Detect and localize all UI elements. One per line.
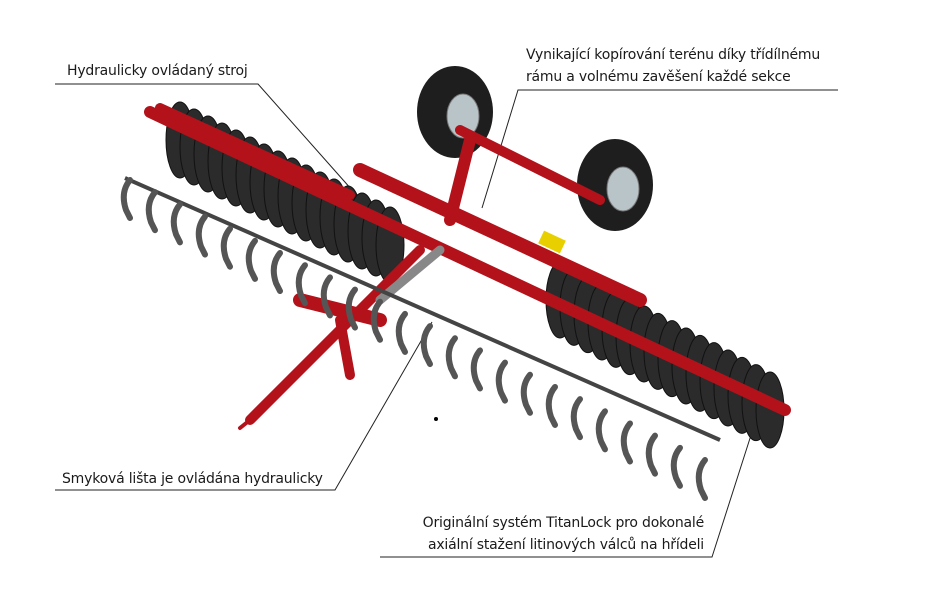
leader-terrain xyxy=(481,89,838,209)
tine xyxy=(470,347,483,392)
tine xyxy=(645,432,658,477)
tine xyxy=(420,323,433,368)
frame-beam xyxy=(353,163,647,307)
tine xyxy=(220,225,233,270)
tine xyxy=(370,298,383,343)
tine xyxy=(570,396,583,441)
callout-shear-bar: Smyková lišta je ovládána hydraulicky xyxy=(62,471,323,487)
wheel-rim xyxy=(446,93,480,139)
callout-hydraulic-machine: Hydraulicky ovládaný stroj xyxy=(67,63,248,79)
tine-bar xyxy=(124,176,721,442)
tine xyxy=(245,237,258,282)
tine xyxy=(695,457,708,501)
tine xyxy=(620,420,633,465)
tine xyxy=(445,335,458,380)
tine xyxy=(495,359,508,404)
callout-titanlock-line1: Originální systém TitanLock pro dokonalé xyxy=(422,515,705,531)
frame-beam xyxy=(238,418,252,430)
tine-row xyxy=(120,176,721,501)
tine xyxy=(595,408,608,453)
main-frame xyxy=(144,103,791,430)
callout-terrain-line1: Vynikající kopírování terénu díky třídíl… xyxy=(526,47,821,63)
warning-sticker xyxy=(538,230,566,254)
leader-shear xyxy=(55,321,433,491)
tine xyxy=(545,383,558,428)
tine xyxy=(345,286,358,331)
tine xyxy=(670,444,683,489)
tine xyxy=(520,371,533,416)
tine xyxy=(145,189,158,234)
tine xyxy=(295,262,308,307)
leader-hydraulic xyxy=(55,83,353,191)
leader-lines xyxy=(55,83,838,558)
callout-titanlock-line2: axiální stažení litinových válců na hříd… xyxy=(427,537,704,553)
frame-beam xyxy=(335,315,355,380)
frame-beam xyxy=(245,245,425,425)
frame-beam xyxy=(444,134,476,226)
tine xyxy=(170,201,183,246)
leader-titanlock xyxy=(380,431,753,558)
dot-marker xyxy=(434,417,438,421)
tine xyxy=(395,310,408,355)
tine xyxy=(120,177,133,221)
frame-beam xyxy=(293,293,387,327)
tine xyxy=(195,213,208,258)
wheel-rim xyxy=(606,166,640,212)
frame-beam xyxy=(155,103,355,200)
hydraulic-cylinder xyxy=(375,245,445,305)
tine xyxy=(270,250,283,295)
frame-beam xyxy=(455,125,605,205)
tine xyxy=(320,274,333,319)
callout-terrain-line2: rámu a volnému zavěšení každé sekce xyxy=(526,69,791,85)
frame-beam xyxy=(144,106,791,416)
